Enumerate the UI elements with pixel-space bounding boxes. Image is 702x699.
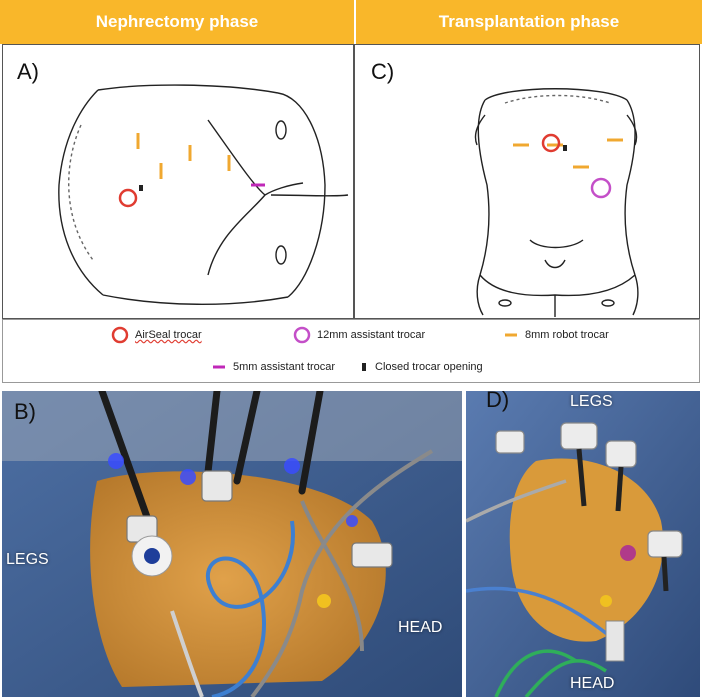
legend-airseal: AirSeal trocar (111, 326, 202, 344)
photo-d-scene (466, 391, 700, 697)
legend-robot8-text: 8mm robot trocar (525, 329, 609, 341)
photo-d-legs-label: LEGS (570, 393, 613, 410)
robot-trocars-a (136, 133, 231, 179)
yellow-cap-d (600, 595, 612, 607)
robot-trocars-c (513, 138, 623, 169)
nephrectomy-header-text: Nephrectomy phase (95, 12, 259, 31)
cannulas-d (576, 448, 669, 592)
photo-d-transplant-setup: D) LEGS HEAD (466, 391, 700, 697)
closed-opening-c (563, 145, 567, 151)
photo-b-head-label: HEAD (398, 619, 443, 636)
arm-leds-b (108, 453, 358, 527)
legend-assist12-text: 12mm assistant trocar (317, 329, 426, 341)
panel-b-label: B) (14, 399, 36, 424)
robot-arms-b (98, 391, 324, 535)
skin-field-d (509, 458, 664, 642)
cables-d (466, 479, 618, 697)
photo-b-scene (2, 391, 462, 697)
trocar-hubs-b (126, 470, 393, 568)
photo-d-head-label: HEAD (570, 675, 615, 692)
legend-closed-text: Closed trocar opening (375, 361, 483, 373)
panel-c-diagram: C) (354, 44, 700, 319)
overhead-drape-b (2, 391, 462, 461)
panel-c-label: C) (371, 59, 395, 84)
closed-opening-a (139, 185, 143, 191)
panel-a-label: A) (17, 59, 39, 84)
instrument-d (605, 620, 625, 662)
airseal-trocar-a (118, 188, 138, 208)
legend: AirSeal trocar 12mm assistant trocar 8mm… (2, 319, 700, 383)
airseal-trocar-c (541, 133, 561, 153)
photo-b-legs-label: LEGS (6, 551, 49, 568)
panel-d-label: D) (486, 391, 510, 412)
yellow-cap-b (317, 594, 331, 608)
photo-b-nephrectomy-setup: B) LEGS HEAD (2, 391, 462, 697)
nephrectomy-header: Nephrectomy phase (0, 0, 354, 44)
legend-closed: Closed trocar opening (359, 358, 483, 376)
trocar-hubs-d (495, 422, 683, 558)
transplantation-header: Transplantation phase (356, 0, 702, 44)
lateral-body-outline (58, 84, 349, 305)
orange-dash-icon (505, 333, 517, 337)
assist12-trocar-c (590, 177, 612, 199)
closed-opening-icon (362, 363, 366, 371)
red-ring-icon (111, 326, 129, 344)
cables-b (170, 449, 434, 697)
frontal-body-outline (474, 88, 639, 317)
legend-airseal-text: AirSeal trocar (135, 329, 202, 341)
magenta-dash-icon (213, 365, 225, 369)
assist12-port-d (620, 545, 636, 561)
legend-assist12: 12mm assistant trocar (293, 326, 425, 344)
legend-assist5-text: 5mm assistant trocar (233, 361, 336, 373)
purple-ring-icon (293, 326, 311, 344)
legend-robot8: 8mm robot trocar (503, 326, 609, 344)
panel-a-diagram: A) (2, 44, 354, 319)
transplantation-header-text: Transplantation phase (438, 12, 620, 31)
legend-assist5: 5mm assistant trocar (211, 358, 335, 376)
